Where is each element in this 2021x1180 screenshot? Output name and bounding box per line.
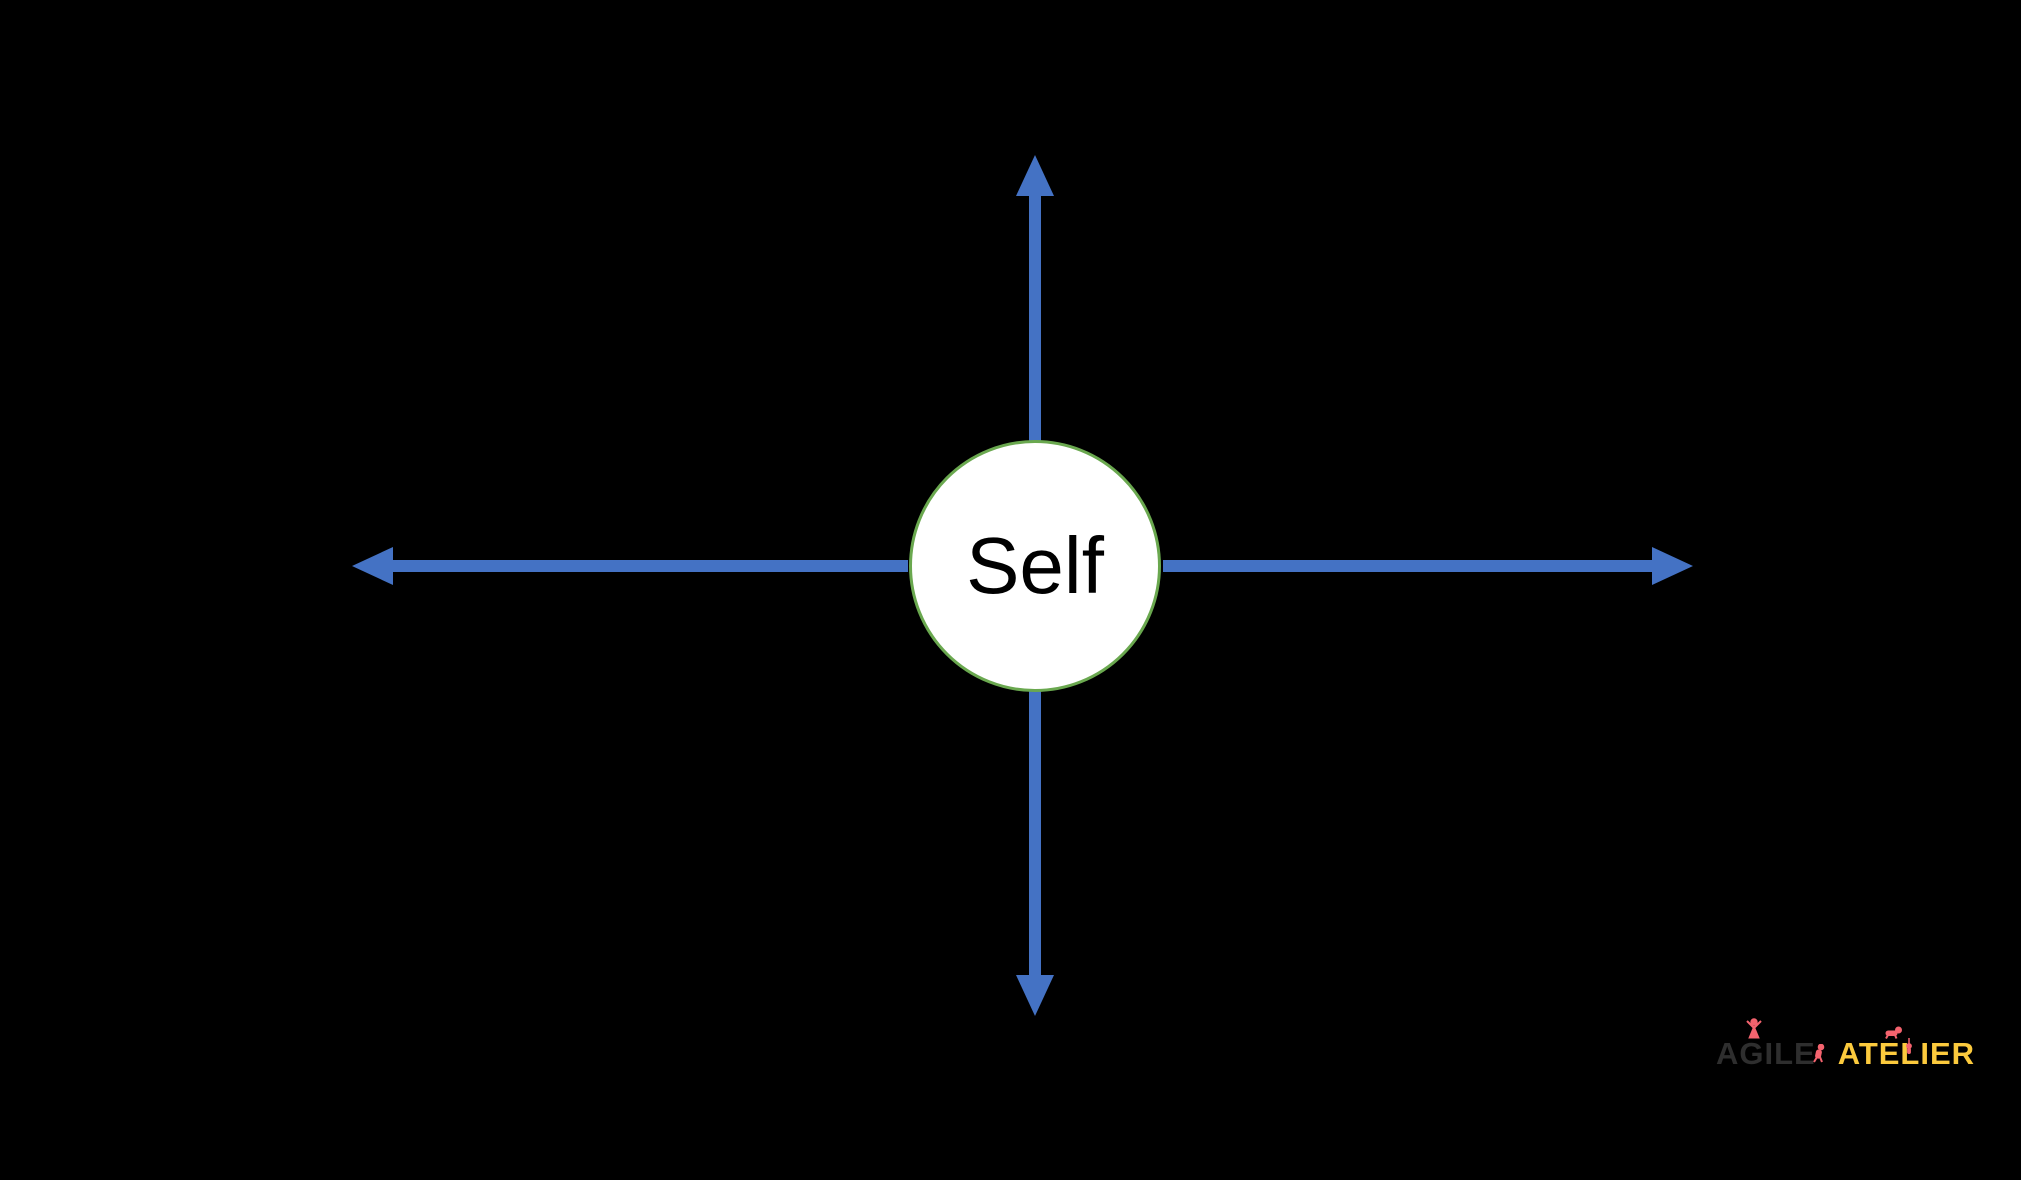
climbing-figure-icon	[1813, 1044, 1825, 1063]
self-circle-node: Self	[909, 440, 1161, 692]
standing-figure-icon	[1746, 1018, 1762, 1039]
arrow-down-icon	[1016, 690, 1054, 1016]
logo-word-agile: AGILE	[1716, 1036, 1816, 1071]
arrow-up-icon	[1016, 155, 1054, 442]
hanging-figure-icon	[1906, 1038, 1912, 1054]
arrow-left-icon	[352, 547, 908, 585]
agile-atelier-logo: AGILE ATELIER	[1716, 1018, 1976, 1072]
logo-word-atelier: ATELIER	[1837, 1036, 1976, 1071]
self-label: Self	[966, 521, 1104, 610]
crawling-figure-icon	[1885, 1026, 1902, 1039]
arrow-right-icon	[1163, 547, 1693, 585]
